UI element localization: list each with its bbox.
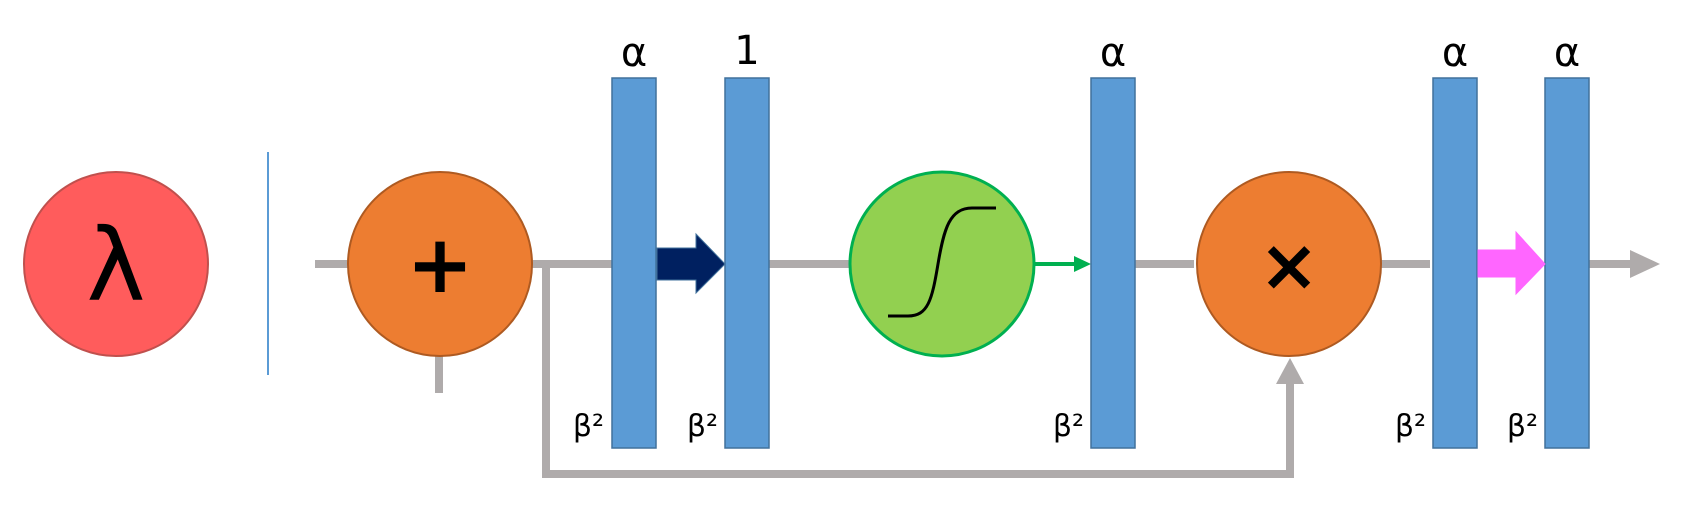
bar-3-top-label: α [1100, 30, 1126, 76]
bar-1-top-label: α [621, 30, 647, 76]
bar-2 [724, 77, 770, 449]
multiply-symbol: × [1259, 223, 1319, 307]
skip-arrowhead [1276, 358, 1304, 384]
bar-1 [611, 77, 657, 449]
bar-2-bottom-label: β² [687, 409, 718, 444]
bar-2-top-label: 1 [734, 28, 759, 74]
pink-block-arrow [1477, 230, 1546, 296]
bar-1-bottom-label: β² [573, 409, 604, 444]
sigmoid-node [848, 170, 1036, 358]
sigmoid-icon [888, 206, 996, 318]
output-arrowhead [1630, 250, 1660, 278]
multiply-node [1196, 171, 1382, 357]
bar-4-top-label: α [1442, 30, 1468, 76]
bar-5 [1544, 77, 1590, 449]
add-symbol: + [406, 218, 473, 311]
green-arrowhead [1074, 256, 1091, 272]
bar-3-bottom-label: β² [1053, 409, 1084, 444]
lambda-node [23, 171, 209, 357]
bar-5-top-label: α [1554, 30, 1580, 76]
add-node [347, 171, 533, 357]
dark-block-arrow [656, 232, 726, 295]
bar-3 [1090, 77, 1136, 449]
bar-5-bottom-label: β² [1507, 409, 1538, 444]
bar-4 [1432, 77, 1478, 449]
bar-4-bottom-label: β² [1395, 409, 1426, 444]
lambda-symbol: λ [86, 207, 145, 324]
skip-connection [542, 264, 1294, 478]
